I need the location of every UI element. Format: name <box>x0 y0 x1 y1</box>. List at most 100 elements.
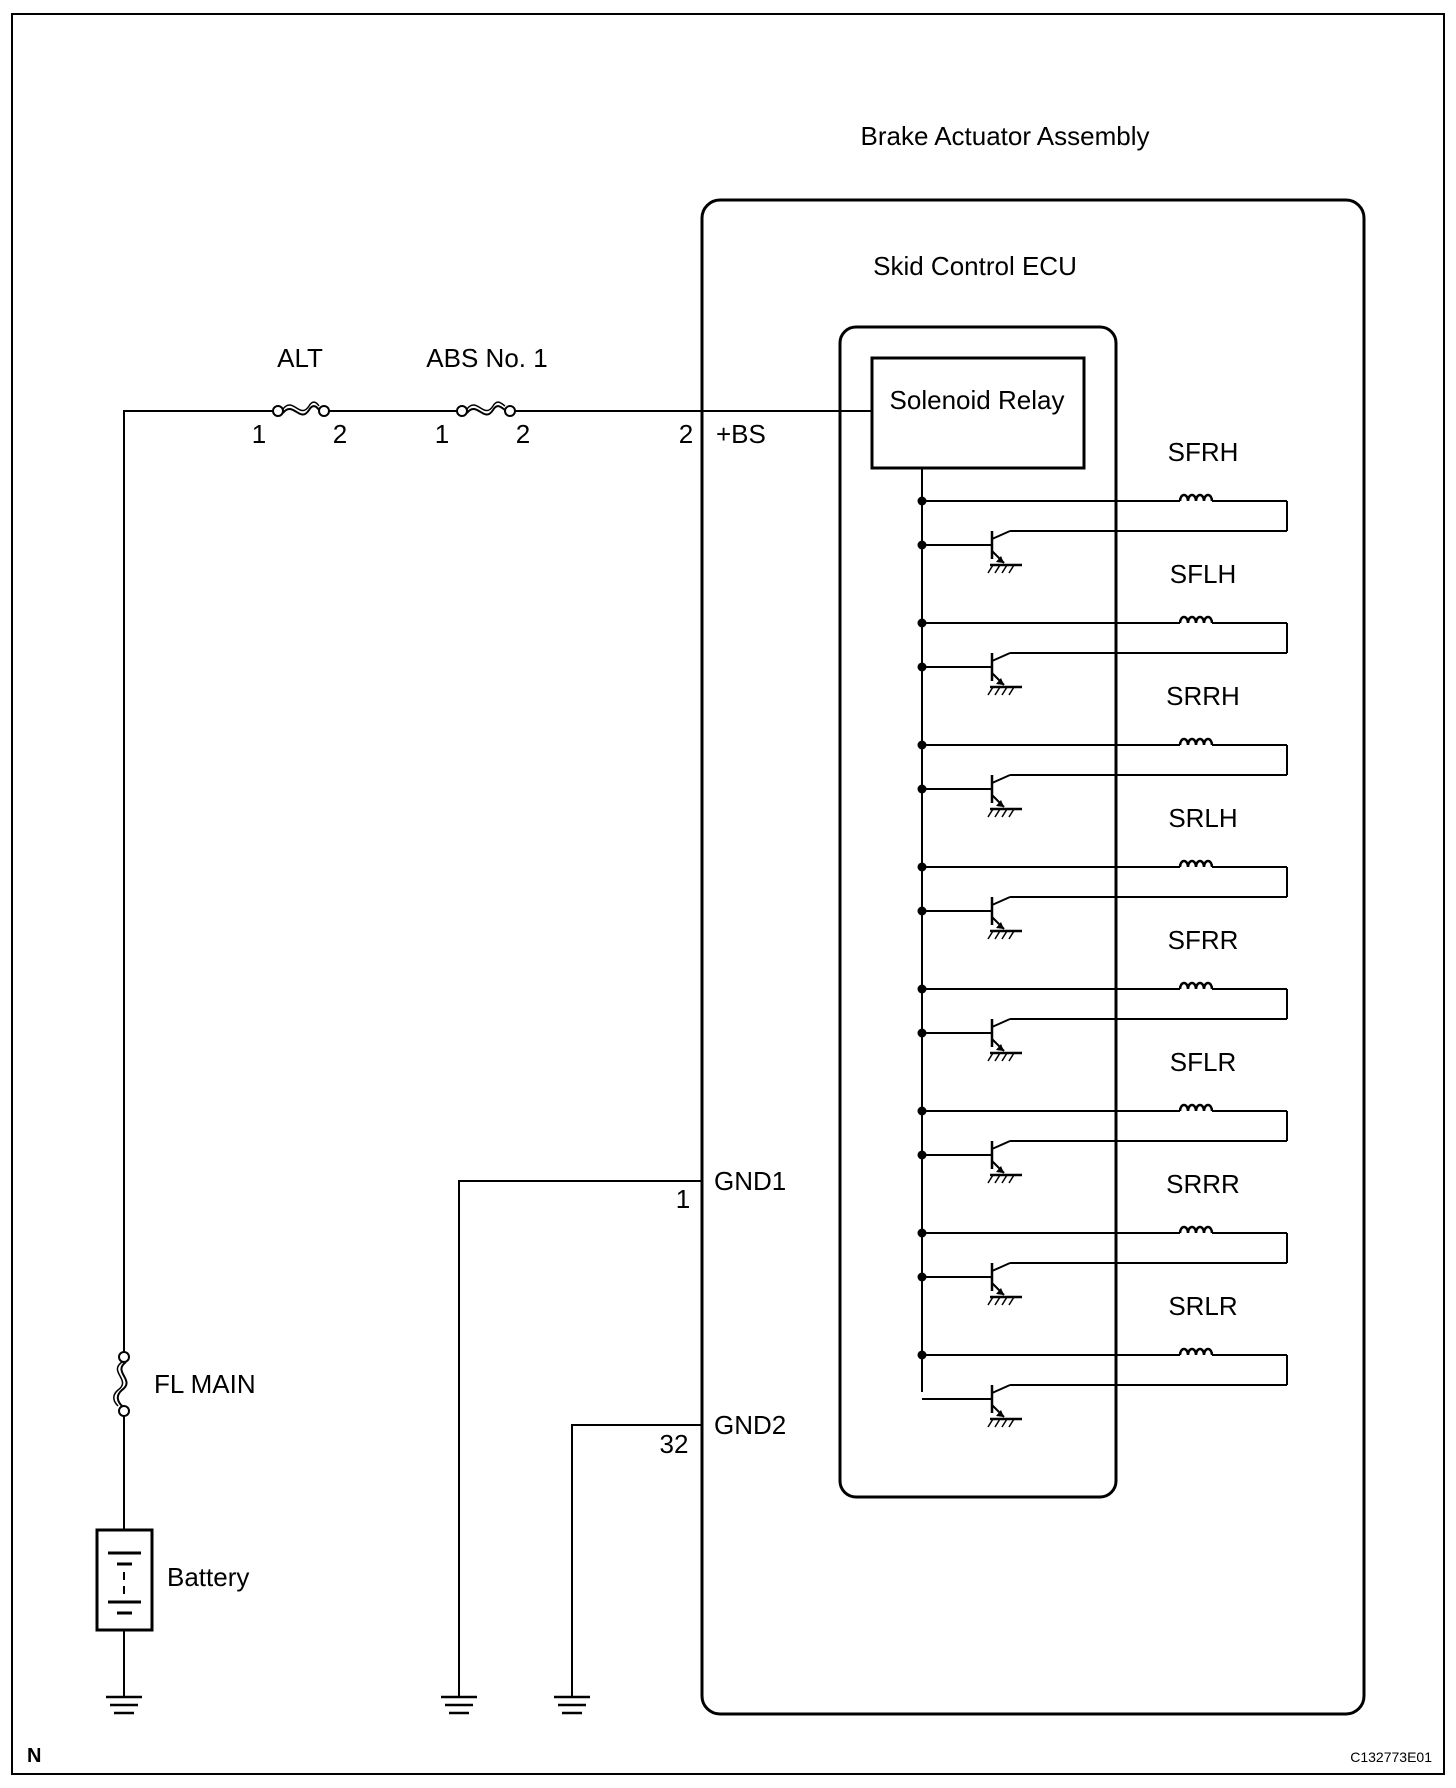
brake-actuator-assembly-box <box>700 198 1366 1716</box>
terminal-gnd2-name: GND2 <box>714 1410 786 1440</box>
solenoid-label-srrh: SRRH <box>1166 681 1240 711</box>
diagram-frame <box>11 13 1445 1775</box>
fuse-alt <box>272 401 330 417</box>
chassis-ground-hatch <box>987 1418 994 1428</box>
fuse-alt-pin-in: 1 <box>252 419 266 449</box>
junction-dot <box>917 1106 927 1116</box>
transistor-arrow-sfrr <box>996 1044 1004 1051</box>
chassis-ground-hatch <box>1008 564 1015 574</box>
chassis-ground-hatch <box>1001 1174 1008 1184</box>
fuse-alt-label: ALT <box>277 343 323 373</box>
chassis-ground-hatch <box>987 1052 994 1062</box>
transistor-arrow-sflr <box>996 1166 1004 1173</box>
fuse-abs-no1 <box>456 401 516 417</box>
chassis-ground-hatch <box>1001 930 1008 940</box>
terminal-gnd2-pin: 32 <box>660 1429 689 1459</box>
solenoid-channels: SFRH SFLH SRRH SRLH SFRR SFLR SRRR SRLR <box>917 437 1288 1428</box>
solenoid-coil-sfrr <box>1178 981 1214 990</box>
transistor-arrow-sflh <box>996 678 1004 685</box>
solenoid-coil-sfrh <box>1178 493 1214 502</box>
chassis-ground-hatch <box>1001 1296 1008 1306</box>
fuse-fl-main <box>113 1351 130 1417</box>
chassis-ground-hatch <box>1001 1052 1008 1062</box>
chassis-ground-hatch <box>987 930 994 940</box>
brake-actuator-assembly-label: Brake Actuator Assembly <box>860 121 1149 151</box>
chassis-ground-hatch <box>994 1052 1001 1062</box>
chassis-ground-hatch <box>994 686 1001 696</box>
chassis-ground-hatch <box>1001 686 1008 696</box>
terminal-gnd1-name: GND1 <box>714 1166 786 1196</box>
solenoid-label-sflr: SFLR <box>1170 1047 1236 1077</box>
terminal-bs-name: +BS <box>716 419 766 449</box>
chassis-ground-hatch <box>1008 930 1015 940</box>
solenoid-relay-box <box>870 356 1086 470</box>
chassis-ground-hatch <box>994 564 1001 574</box>
chassis-ground-hatch <box>987 808 994 818</box>
chassis-ground-hatch <box>987 564 994 574</box>
chassis-ground-hatch <box>1008 1052 1015 1062</box>
terminal-gnd1-pin: 1 <box>676 1184 690 1214</box>
transistor-arrow-srlh <box>996 922 1004 929</box>
chassis-ground-hatch <box>1008 686 1015 696</box>
solenoid-coil-srlh <box>1178 859 1214 868</box>
fuse-abs-label: ABS No. 1 <box>426 343 547 373</box>
chassis-ground-hatch <box>994 1296 1001 1306</box>
chassis-ground-hatch <box>1008 1174 1015 1184</box>
solenoid-coil-sflh <box>1178 615 1214 624</box>
transistor-arrow-srlr <box>996 1410 1004 1417</box>
gnd1-wire <box>458 1180 702 1697</box>
solenoid-relay-label: Solenoid Relay <box>890 385 1065 415</box>
solenoid-label-srrr: SRRR <box>1166 1169 1240 1199</box>
junction-dot <box>917 740 927 750</box>
figure-code: C132773E01 <box>1350 1749 1432 1765</box>
gnd1-ground-symbol <box>441 1695 477 1715</box>
solenoid-label-sfrr: SFRR <box>1168 925 1239 955</box>
chassis-ground-hatch <box>987 686 994 696</box>
terminal-bs-pin: 2 <box>679 419 693 449</box>
gnd2-ground-symbol <box>554 1695 590 1715</box>
transistor-arrow-srrh <box>996 800 1004 807</box>
chassis-ground-hatch <box>994 1418 1001 1428</box>
skid-control-ecu-box <box>838 325 1118 1499</box>
transistor-arrow-srrr <box>996 1288 1004 1295</box>
chassis-ground-hatch <box>1001 564 1008 574</box>
chassis-ground-hatch <box>1001 1418 1008 1428</box>
transistor-collector-srlr <box>991 1384 1011 1394</box>
transistor-collector-sfrh <box>991 530 1011 540</box>
transistor-arrow-sfrh <box>996 556 1004 563</box>
solenoid-coil-srlr <box>1178 1347 1214 1356</box>
solenoid-coil-sflr <box>1178 1103 1214 1112</box>
fuse-abs-pin-in: 1 <box>435 419 449 449</box>
chassis-ground-hatch <box>1008 808 1015 818</box>
solenoid-label-srlh: SRLH <box>1168 803 1237 833</box>
chassis-ground-hatch <box>994 1174 1001 1184</box>
solenoid-label-sflh: SFLH <box>1170 559 1236 589</box>
transistor-collector-srrh <box>991 774 1011 784</box>
fuse-alt-pin-out: 2 <box>333 419 347 449</box>
transistor-collector-srrr <box>991 1262 1011 1272</box>
battery-label: Battery <box>167 1562 249 1592</box>
junction-dot <box>917 496 927 506</box>
junction-dot <box>917 1228 927 1238</box>
transistor-collector-sflr <box>991 1140 1011 1150</box>
chassis-ground-hatch <box>987 1296 994 1306</box>
solenoid-coil-srrh <box>1178 737 1214 746</box>
solenoid-label-sfrh: SFRH <box>1168 437 1239 467</box>
chassis-ground-hatch <box>1008 1296 1015 1306</box>
battery-ground-symbol <box>106 1630 142 1715</box>
solenoid-coil-srrr <box>1178 1225 1214 1234</box>
chassis-ground-hatch <box>994 930 1001 940</box>
gnd2-wire <box>571 1424 702 1697</box>
skid-control-ecu-label: Skid Control ECU <box>873 251 1077 281</box>
chassis-ground-hatch <box>994 808 1001 818</box>
chassis-ground-hatch <box>987 1174 994 1184</box>
solenoid-label-srlr: SRLR <box>1168 1291 1237 1321</box>
junction-dot <box>917 618 927 628</box>
junction-dot <box>917 862 927 872</box>
battery-symbol <box>95 1528 154 1632</box>
fuse-abs-pin-out: 2 <box>516 419 530 449</box>
transistor-collector-srlh <box>991 896 1011 906</box>
footer-left-mark: N <box>27 1745 41 1767</box>
fuse-fl-main-label: FL MAIN <box>154 1369 256 1399</box>
